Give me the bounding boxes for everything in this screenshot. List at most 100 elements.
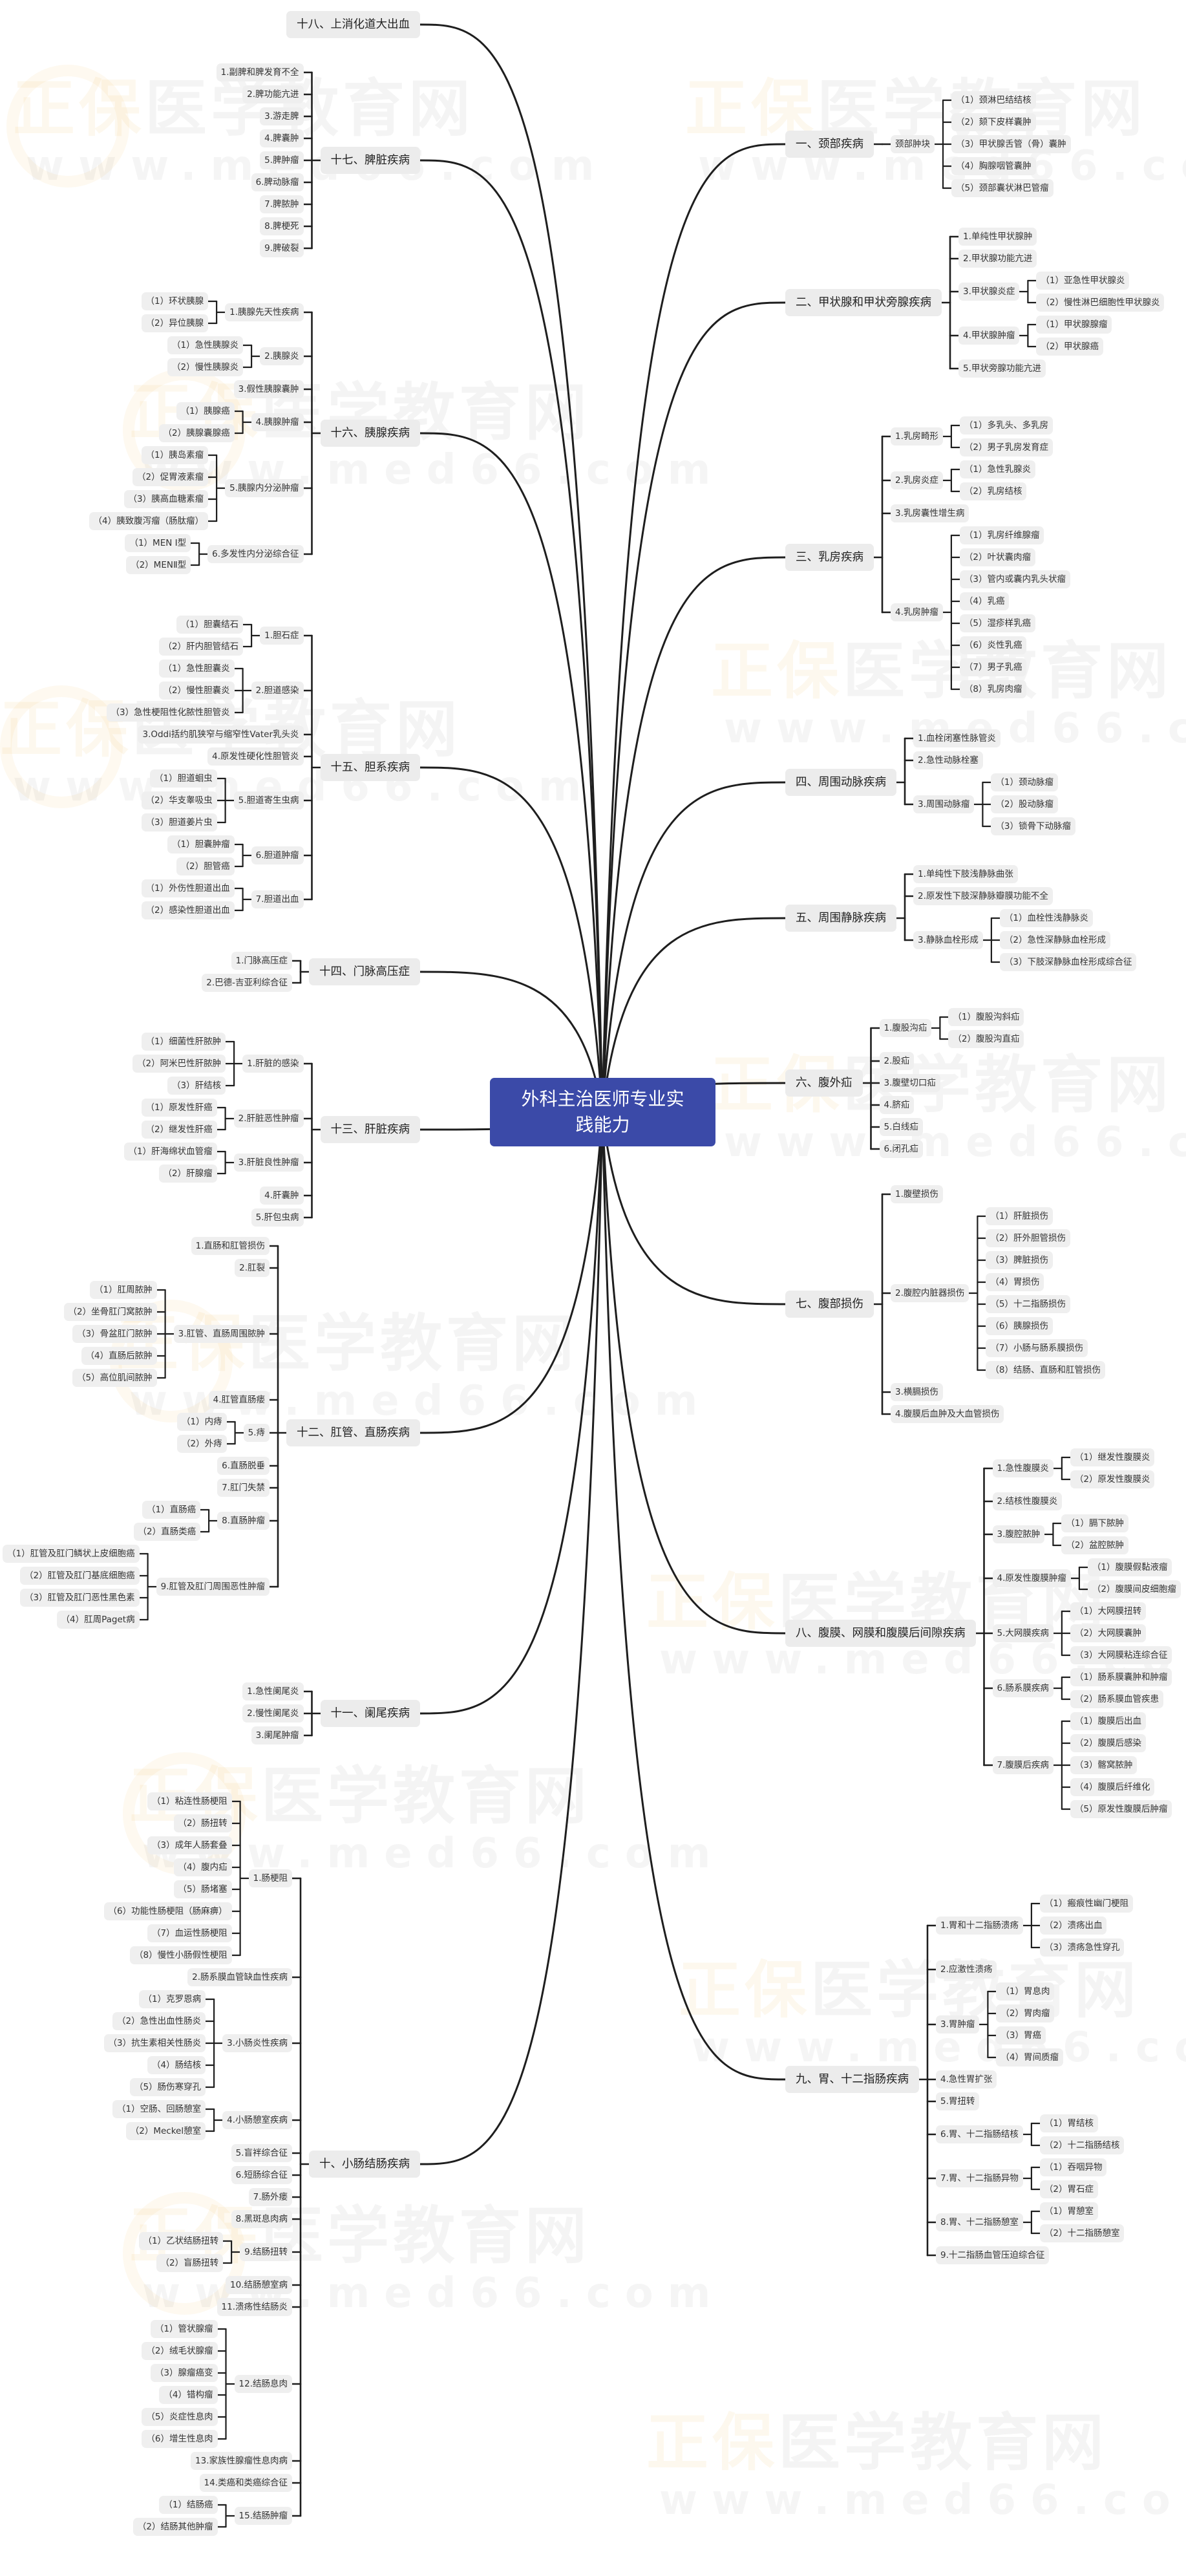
leaf-topic-node[interactable]: （3）肛管及肛门恶性黑色素 [20,1589,140,1607]
main-topic-node[interactable]: 十二、肛管、直肠疾病 [286,1419,420,1446]
subtopic-node[interactable]: 8.黑斑息肉病 [231,2210,292,2228]
subtopic-node[interactable]: 4.肛管直肠瘘 [208,1391,270,1409]
subtopic-node[interactable]: 4.肝囊肿 [260,1186,304,1205]
leaf-topic-node[interactable]: （1）胃结核 [1039,2114,1098,2132]
leaf-topic-node[interactable]: （5）肠堵塞 [173,1880,232,1898]
subtopic-node[interactable]: 5.大网膜疾病 [992,1624,1054,1642]
subtopic-node[interactable]: 1.肝脏的感染 [242,1055,304,1073]
leaf-topic-node[interactable]: （2）慢性淋巴细胞性甲状腺炎 [1036,294,1165,312]
subtopic-node[interactable]: 6.肠系膜疾病 [992,1679,1054,1697]
subtopic-node[interactable]: 1.急性阑尾炎 [242,1682,304,1701]
leaf-topic-node[interactable]: （2）慢性胰腺炎 [167,358,244,376]
leaf-topic-node[interactable]: （2）肠扭转 [173,1814,232,1832]
leaf-topic-node[interactable]: （4）肛周Paget病 [56,1611,140,1629]
subtopic-node[interactable]: 4.腹膜后血肿及大血管损伤 [891,1405,1004,1423]
subtopic-node[interactable]: 1.门脉高压症 [231,952,292,970]
leaf-topic-node[interactable]: （1）MEN Ⅰ型 [125,534,191,552]
subtopic-node[interactable]: 1.副脾和脾发育不全 [216,63,304,81]
subtopic-node[interactable]: 2.肛裂 [235,1259,270,1277]
leaf-topic-node[interactable]: （1）肝脏损伤 [986,1207,1053,1225]
leaf-topic-node[interactable]: （2）胰腺囊腺癌 [158,424,235,442]
leaf-topic-node[interactable]: （4）肠结核 [147,2056,206,2074]
leaf-topic-node[interactable]: （5）十二指肠损伤 [986,1295,1070,1313]
leaf-topic-node[interactable]: （3）腺瘤癌变 [150,2364,218,2382]
leaf-topic-node[interactable]: （1）急性胆囊炎 [158,660,235,678]
leaf-topic-node[interactable]: （8）结肠、直肠和肛管损伤 [986,1361,1105,1379]
subtopic-node[interactable]: 9.肛管及肛门周围恶性肿瘤 [156,1578,270,1596]
leaf-topic-node[interactable]: （1）胰岛素瘤 [141,446,209,464]
subtopic-node[interactable]: 1.单纯性下肢浅静脉曲张 [913,865,1018,883]
subtopic-node[interactable]: 5.脾肿瘤 [260,151,304,169]
leaf-topic-node[interactable]: （2）促胃液素瘤 [132,468,209,486]
subtopic-node[interactable]: 8.脾梗死 [260,217,304,235]
leaf-topic-node[interactable]: （1）胃息肉 [996,1982,1055,2001]
subtopic-node[interactable]: 1.急性腹膜炎 [992,1459,1054,1477]
leaf-topic-node[interactable]: （3）髂窝脓肿 [1070,1756,1138,1774]
subtopic-node[interactable]: 2.脾功能亢进 [242,85,304,103]
subtopic-node[interactable]: 15.结肠肿瘤 [234,2507,292,2525]
leaf-topic-node[interactable]: （1）粘连性肠梗阻 [147,1792,232,1810]
leaf-topic-node[interactable]: （1）胆囊结石 [176,616,244,634]
main-topic-node[interactable]: 一、颈部疾病 [785,131,874,158]
leaf-topic-node[interactable]: （2）阿米巴性肝脓肿 [132,1055,226,1073]
leaf-topic-node[interactable]: （1）环状胰腺 [141,292,209,310]
subtopic-node[interactable]: 4.乳房肿瘤 [891,603,943,621]
leaf-topic-node[interactable]: （1）继发性腹膜炎 [1070,1448,1155,1466]
subtopic-node[interactable]: 1.血栓闭塞性脉管炎 [913,729,1001,747]
subtopic-node[interactable]: 2.慢性阑尾炎 [242,1704,304,1723]
main-topic-node[interactable]: 十三、肝脏疾病 [320,1116,420,1143]
main-topic-node[interactable]: 十四、门脉高压症 [309,958,420,985]
subtopic-node[interactable]: 1.胆石症 [260,627,304,645]
leaf-topic-node[interactable]: （2）盆腔脓肿 [1061,1536,1128,1554]
leaf-topic-node[interactable]: （5）颈部囊状淋巴管瘤 [951,179,1054,197]
leaf-topic-node[interactable]: （1）乙状结肠扭转 [138,2232,224,2250]
subtopic-node[interactable]: 2.原发性下肢深静脉瓣膜功能不全 [913,887,1053,905]
subtopic-node[interactable]: 6.脾动脉瘤 [251,173,304,191]
leaf-topic-node[interactable]: （4）胃间质瘤 [996,2048,1063,2066]
main-topic-node[interactable]: 十五、胆系疾病 [320,754,420,781]
leaf-topic-node[interactable]: （1）腹膜后出血 [1070,1712,1146,1730]
leaf-topic-node[interactable]: （3）胰高血糖素瘤 [123,490,209,508]
subtopic-node[interactable]: 4.脾囊肿 [260,129,304,147]
leaf-topic-node[interactable]: （3）成年人肠套叠 [147,1836,232,1854]
leaf-topic-node[interactable]: （1）胆道蛔虫 [150,769,217,788]
leaf-topic-node[interactable]: （4）错构瘤 [159,2386,218,2404]
leaf-topic-node[interactable]: （2）十二指肠憩室 [1039,2224,1125,2242]
leaf-topic-node[interactable]: （1）瘢痕性幽门梗阻 [1039,1894,1133,1913]
leaf-topic-node[interactable]: （1）胆囊肿瘤 [167,835,235,853]
leaf-topic-node[interactable]: （1）原发性肝癌 [141,1099,217,1117]
leaf-topic-node[interactable]: （3）胆道姜片虫 [141,813,217,832]
subtopic-node[interactable]: 2.肠系膜血管缺血性疾病 [187,1968,292,1986]
leaf-topic-node[interactable]: （1）胰腺癌 [176,402,235,420]
leaf-topic-node[interactable]: （7）男子乳癌 [959,658,1027,676]
leaf-topic-node[interactable]: （2）继发性肝癌 [141,1121,217,1139]
subtopic-node[interactable]: 5.甲状旁腺功能亢进 [958,360,1046,378]
subtopic-node[interactable]: 5.肝包虫病 [251,1208,304,1227]
leaf-topic-node[interactable]: （4）胸腺咽管囊肿 [951,157,1036,175]
leaf-topic-node[interactable]: （2）肝外胆管损伤 [986,1229,1070,1247]
leaf-topic-node[interactable]: （2）急性深静脉血栓形成 [999,931,1110,949]
leaf-topic-node[interactable]: （5）湿疹样乳癌 [959,614,1035,632]
main-topic-node[interactable]: 二、甲状腺和甲状旁腺疾病 [785,289,942,316]
leaf-topic-node[interactable]: （4）直肠后脓肿 [81,1347,157,1365]
leaf-topic-node[interactable]: （1）细菌性肝脓肿 [141,1033,226,1051]
subtopic-node[interactable]: 3.甲状腺炎症 [958,283,1020,301]
leaf-topic-node[interactable]: （2）Meckel憩室 [125,2122,206,2140]
leaf-topic-node[interactable]: （3）急性梗阻性化脓性胆管炎 [106,703,235,722]
subtopic-node[interactable]: 9.脾破裂 [260,239,304,257]
subtopic-node[interactable]: 2.急性动脉栓塞 [913,751,983,769]
subtopic-node[interactable]: 2.腹腔内脏器损伤 [891,1284,969,1302]
leaf-topic-node[interactable]: （2）慢性胆囊炎 [158,682,235,700]
subtopic-node[interactable]: 10.结肠憩室病 [226,2276,292,2294]
subtopic-node[interactable]: 7.胃、十二指肠异物 [936,2169,1023,2187]
subtopic-node[interactable]: 8.直肠肿瘤 [217,1512,270,1530]
subtopic-node[interactable]: 12.结肠息肉 [234,2375,292,2393]
subtopic-node[interactable]: 1.胰腺先天性疾病 [225,303,304,321]
main-topic-node[interactable]: 六、腹外疝 [785,1069,863,1097]
leaf-topic-node[interactable]: （1）吞咽异物 [1039,2158,1107,2176]
leaf-topic-node[interactable]: （2）颏下皮样囊肿 [951,113,1036,131]
subtopic-node[interactable]: 3.横膈损伤 [891,1383,943,1401]
subtopic-node[interactable]: 1.肠梗阻 [248,1869,292,1887]
leaf-topic-node[interactable]: （1）肛周脓肿 [90,1281,157,1299]
leaf-topic-node[interactable]: （1）肛管及肛门鳞状上皮细胞癌 [3,1545,140,1563]
